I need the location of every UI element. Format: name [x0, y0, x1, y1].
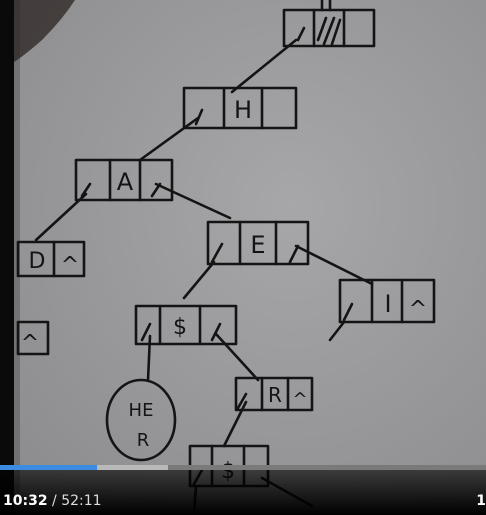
letter-e: E [250, 231, 265, 259]
letter-h: H [234, 96, 252, 124]
tree-edge [146, 334, 152, 382]
progress-played [0, 465, 98, 470]
time-display: 10:32 / 52:11 [3, 493, 102, 509]
letter-null-i: ^ [409, 297, 427, 322]
tree-edge [138, 116, 200, 162]
tree-edge [222, 400, 248, 448]
letter-null-left: ^ [21, 331, 39, 356]
tree-node-i [328, 278, 436, 342]
letter-r: R [268, 383, 282, 407]
letter-null-d: ^ [61, 253, 79, 278]
leaf-circle [105, 378, 177, 462]
letter-dollar: $ [173, 315, 187, 340]
letter-a: A [117, 168, 134, 196]
node-letters: H A E D ^ $ I ^ ^ R ^ $ HE R [21, 96, 427, 484]
tree-node-e [206, 220, 310, 266]
player-controls: 10:32 / 52:11 1 [0, 470, 486, 515]
duration: 52:11 [61, 493, 102, 509]
tree-node-left-null [16, 320, 50, 356]
cut-off-control-label: 1 [476, 493, 486, 509]
tree-edge [154, 182, 232, 220]
tree-edge [34, 192, 88, 242]
tree-node-a [74, 158, 174, 202]
tree-edge [214, 332, 260, 382]
left-black-bar [0, 0, 14, 515]
hand-shadow [14, 0, 75, 62]
tree-node-dollar [134, 304, 238, 346]
tree-node-top [282, 0, 376, 48]
circle-text-line2: R [137, 430, 150, 451]
progress-bar[interactable] [0, 465, 486, 470]
time-separator: / [47, 493, 62, 509]
tree-node-h [182, 86, 298, 130]
tree-edge [230, 38, 298, 94]
circle-text-line1: HE [129, 400, 154, 421]
tree-node-r [234, 376, 314, 412]
letter-null-r: ^ [292, 389, 307, 410]
letter-d: D [29, 249, 46, 274]
letter-i: I [384, 290, 391, 318]
tree-node-d [16, 240, 86, 278]
tree-edge [182, 260, 216, 300]
tree-edge [294, 244, 374, 286]
current-time: 10:32 [3, 493, 48, 509]
